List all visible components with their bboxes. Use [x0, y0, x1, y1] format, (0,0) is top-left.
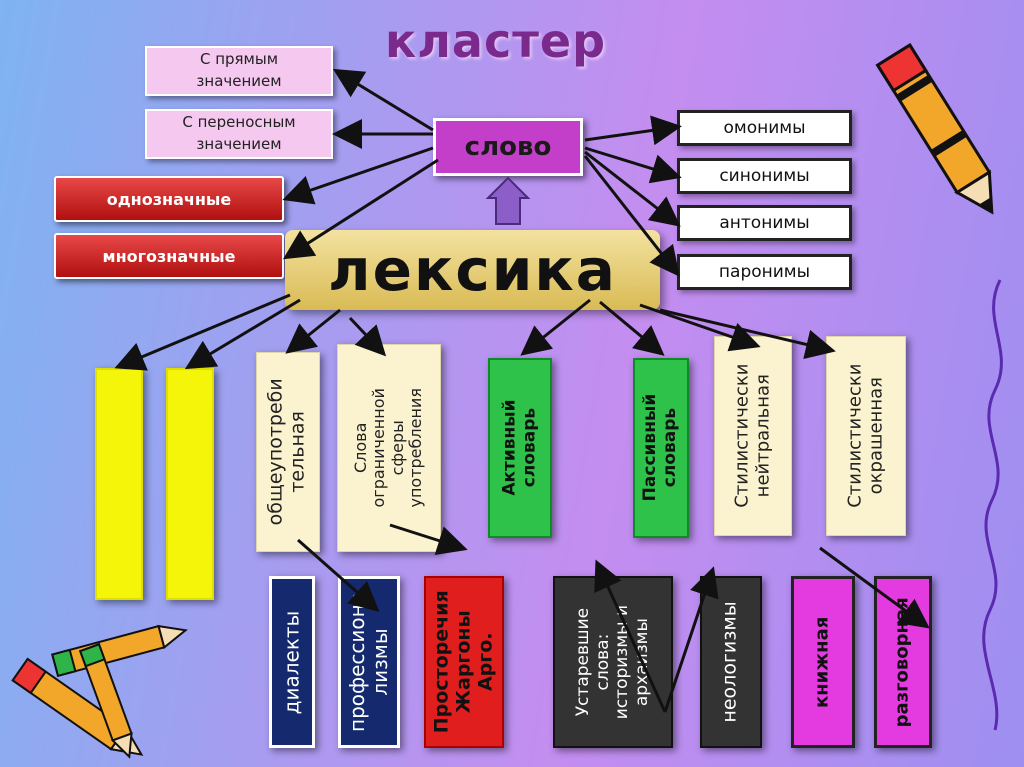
lexis-banner: лексика [285, 230, 660, 310]
monosemous-box: однозначные [54, 176, 284, 222]
colored-style-box: Стилистически окрашенная [826, 336, 906, 536]
antonyms-box: антонимы [677, 205, 852, 241]
neutral-style-box: Стилистически нейтральная [714, 336, 792, 536]
yellow-column-1 [95, 368, 143, 600]
homonyms-box: омонимы [677, 110, 852, 146]
slide-title: кластер [385, 14, 607, 68]
yellow-column-2 [166, 368, 214, 600]
passive-vocabulary-box: Пассивный словарь [633, 358, 689, 538]
bookish-box: книжная [791, 576, 855, 748]
active-vocabulary-box: Активный словарь [488, 358, 552, 538]
common-usage-box: общеупотреби тельная [256, 352, 320, 552]
word-center-box: слово [433, 118, 583, 176]
limited-sphere-box: Слова ограниченной сферы употребления [337, 344, 441, 552]
dialects-box: диалекты [269, 576, 315, 748]
vernacular-box: Просторечия Жаргоны Арго. [424, 576, 504, 748]
figurative-meaning-box: С переносным значением [145, 109, 333, 159]
paronyms-box: паронимы [677, 254, 852, 290]
synonyms-box: синонимы [677, 158, 852, 194]
direct-meaning-box: С прямым значением [145, 46, 333, 96]
polysemous-box: многозначные [54, 233, 284, 279]
neologisms-box: неологизмы [700, 576, 762, 748]
